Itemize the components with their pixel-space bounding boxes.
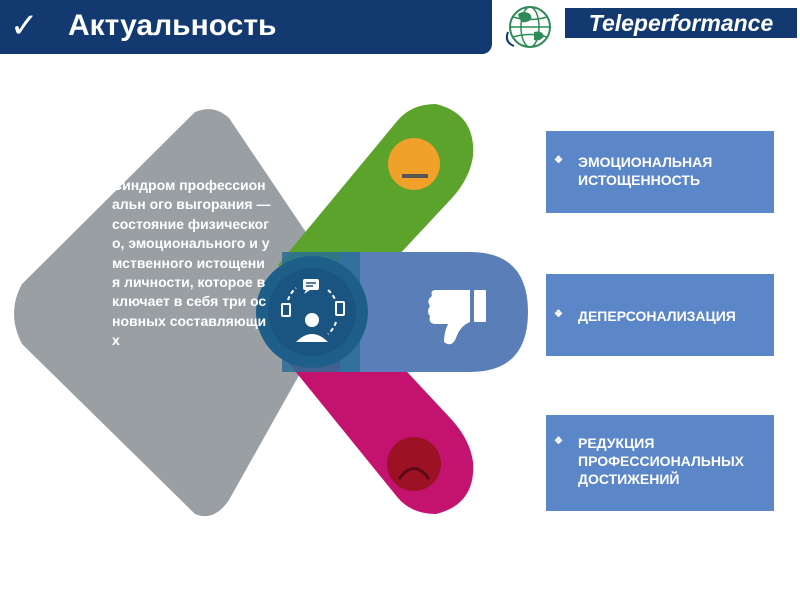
page-title: Актуальность [68,9,277,42]
sad-face-icon [387,437,441,491]
diamond-bullet-icon: ❖ [554,436,563,447]
brand-logo: Teleperformance [565,8,797,38]
description-diamond [14,109,338,517]
title-bar: ✓ Актуальность [0,0,492,54]
diamond-bullet-icon: ❖ [554,309,563,320]
diamond-bullet-icon: ❖ [554,155,563,166]
component-card-emotional-exhaustion: ❖ ЭМОЦИОНАЛЬНАЯ ИСТОЩЕННОСТЬ [546,131,774,213]
thumbs-down-icon [428,290,486,345]
neutral-face-icon [388,138,440,190]
burnout-description: Синдром профессиональн ого выгорания — с… [112,177,271,349]
component-label: ДЕПЕРСОНАЛИЗАЦИЯ [578,308,736,324]
component-label: РЕДУКЦИЯ ПРОФЕССИОНАЛЬНЫХ ДОСТИЖЕНИЙ [578,435,744,487]
component-card-depersonalization: ❖ ДЕПЕРСОНАЛИЗАЦИЯ [546,274,774,356]
component-label: ЭМОЦИОНАЛЬНАЯ ИСТОЩЕННОСТЬ [578,154,713,188]
component-card-reduced-achievement: ❖ РЕДУКЦИЯ ПРОФЕССИОНАЛЬНЫХ ДОСТИЖЕНИЙ [546,415,774,511]
globe-icon [505,6,551,48]
checkmark-icon: ✓ [10,6,39,46]
person-network-icon [281,279,345,342]
